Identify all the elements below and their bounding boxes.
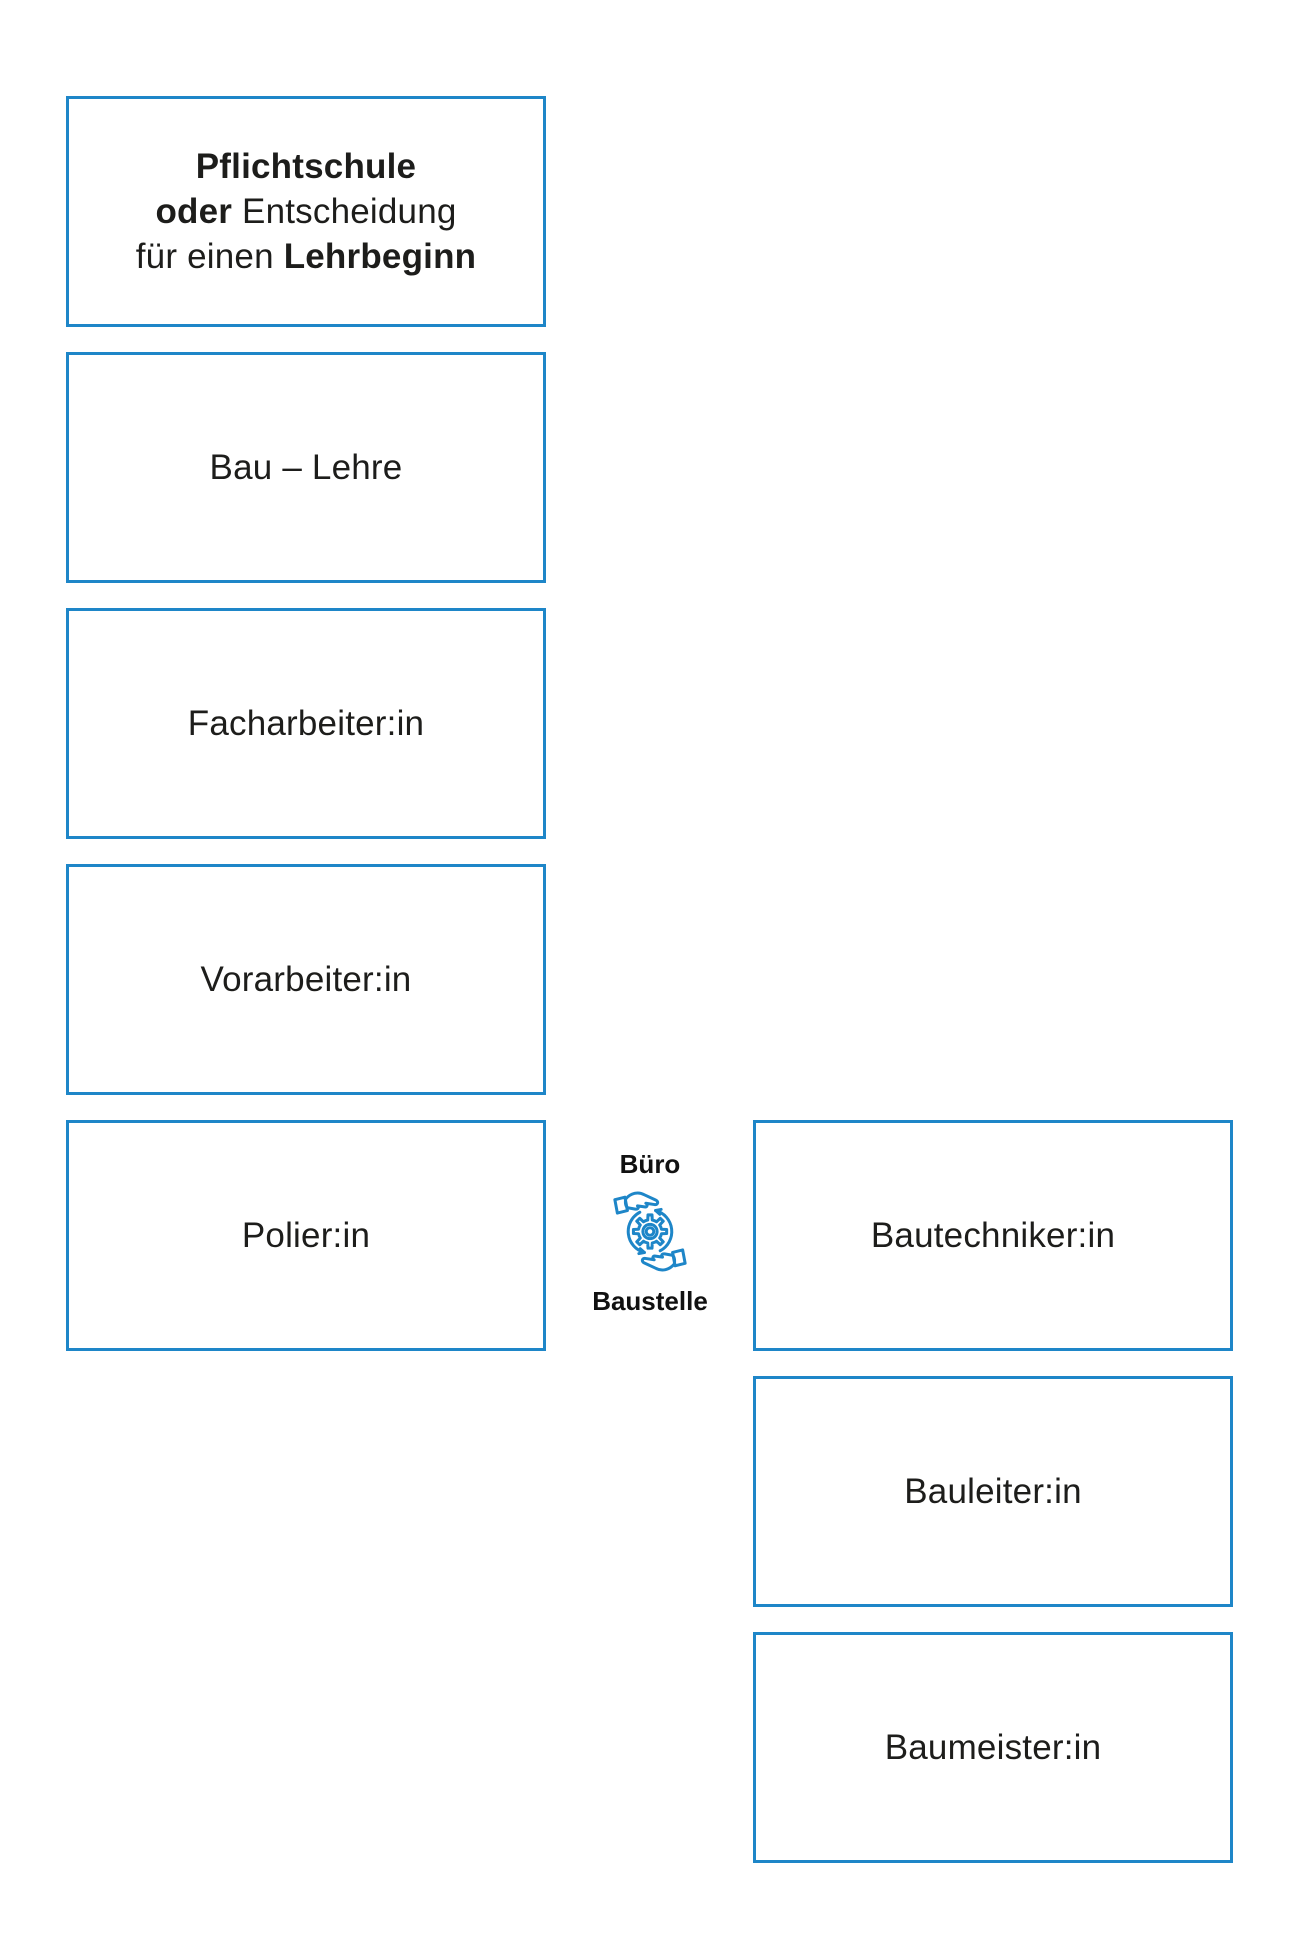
start-line3-regular: für einen <box>135 237 274 276</box>
node-label: Facharbeiter:in <box>187 704 425 743</box>
node-bau-lehre: Bau – Lehre <box>66 352 546 583</box>
node-label: Bautechniker:in <box>870 1216 1116 1255</box>
node-pflichtschule-lehrbeginn: Pflichtschule oder Entscheidung für eine… <box>66 96 546 327</box>
start-line2-bold: oder <box>155 192 233 231</box>
node-polier: Polier:in <box>66 1120 546 1351</box>
node-label: Baumeister:in <box>884 1728 1102 1767</box>
node-label: Vorarbeiter:in <box>200 960 412 999</box>
office-site-exchange-icon <box>613 1191 687 1272</box>
start-line1-bold: Pflichtschule <box>195 147 417 186</box>
node-label: Bauleiter:in <box>904 1472 1082 1511</box>
gear-icon <box>631 1213 669 1250</box>
node-label: Bau – Lehre <box>209 448 403 487</box>
start-line3-bold: Lehrbeginn <box>283 237 477 276</box>
node-facharbeiter: Facharbeiter:in <box>66 608 546 839</box>
baustelle-label: Baustelle <box>592 1286 708 1316</box>
node-bautechniker: Bautechniker:in <box>753 1120 1233 1351</box>
node-bauleiter: Bauleiter:in <box>753 1376 1233 1607</box>
start-node-text: Pflichtschule oder Entscheidung für eine… <box>136 144 477 279</box>
start-line2-regular: Entscheidung <box>242 192 457 231</box>
hand-icon-top <box>613 1191 660 1215</box>
node-label: Polier:in <box>241 1216 371 1255</box>
node-baumeister: Baumeister:in <box>753 1632 1233 1863</box>
node-vorarbeiter: Vorarbeiter:in <box>66 864 546 1095</box>
buero-baustelle-connector: Büro <box>560 1148 740 1317</box>
hand-icon-bottom <box>640 1248 687 1272</box>
buero-label: Büro <box>619 1149 681 1179</box>
rotation-arrow-icon <box>626 1207 674 1256</box>
